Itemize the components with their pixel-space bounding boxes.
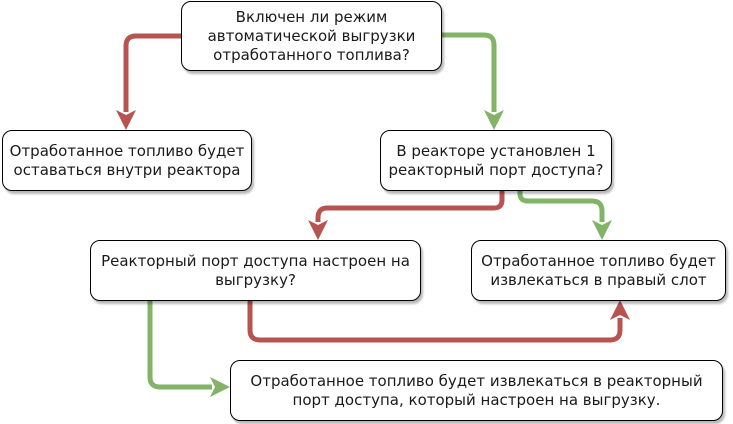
edge-auto-unload-yes bbox=[441, 32, 497, 112]
edge-one-port-yes bbox=[517, 190, 605, 222]
node-text: Отработанное топливо будет извлекаться в… bbox=[250, 371, 703, 409]
arrowhead-no-down bbox=[116, 110, 136, 130]
decision-one-port: В реакторе установлен 1 реакторный порт … bbox=[380, 130, 612, 191]
result-right-slot: Отработанное топливо будет извлекаться в… bbox=[471, 240, 726, 301]
node-text: В реакторе установлен 1 реакторный порт … bbox=[388, 141, 604, 179]
node-text: Реакторный порт доступа настроен на выгр… bbox=[101, 251, 410, 289]
arrowhead-yes-right bbox=[210, 377, 230, 397]
node-text: Отработанное топливо будет извлекаться в… bbox=[481, 251, 716, 289]
decision-port-unload: Реакторный порт доступа настроен на выгр… bbox=[90, 240, 421, 301]
node-text: Отработанное топливо будет оставаться вн… bbox=[9, 141, 245, 179]
arrowhead-no-up bbox=[610, 300, 630, 320]
arrowhead-yes-down bbox=[592, 220, 612, 240]
decision-auto-unload: Включен ли режим автоматической выгрузки… bbox=[181, 1, 442, 71]
result-stays-inside: Отработанное топливо будет оставаться вн… bbox=[2, 130, 252, 191]
edge-port-unload-no bbox=[247, 300, 623, 343]
arrowhead-no-down bbox=[308, 220, 328, 240]
node-text: Включен ли режим автоматической выгрузки… bbox=[207, 7, 416, 64]
result-to-port: Отработанное топливо будет извлекаться в… bbox=[230, 360, 723, 421]
edge-port-unload-yes bbox=[147, 300, 212, 390]
arrowhead-yes-down bbox=[484, 110, 504, 130]
edge-auto-unload-no bbox=[123, 33, 181, 112]
edge-one-port-no bbox=[315, 190, 505, 222]
